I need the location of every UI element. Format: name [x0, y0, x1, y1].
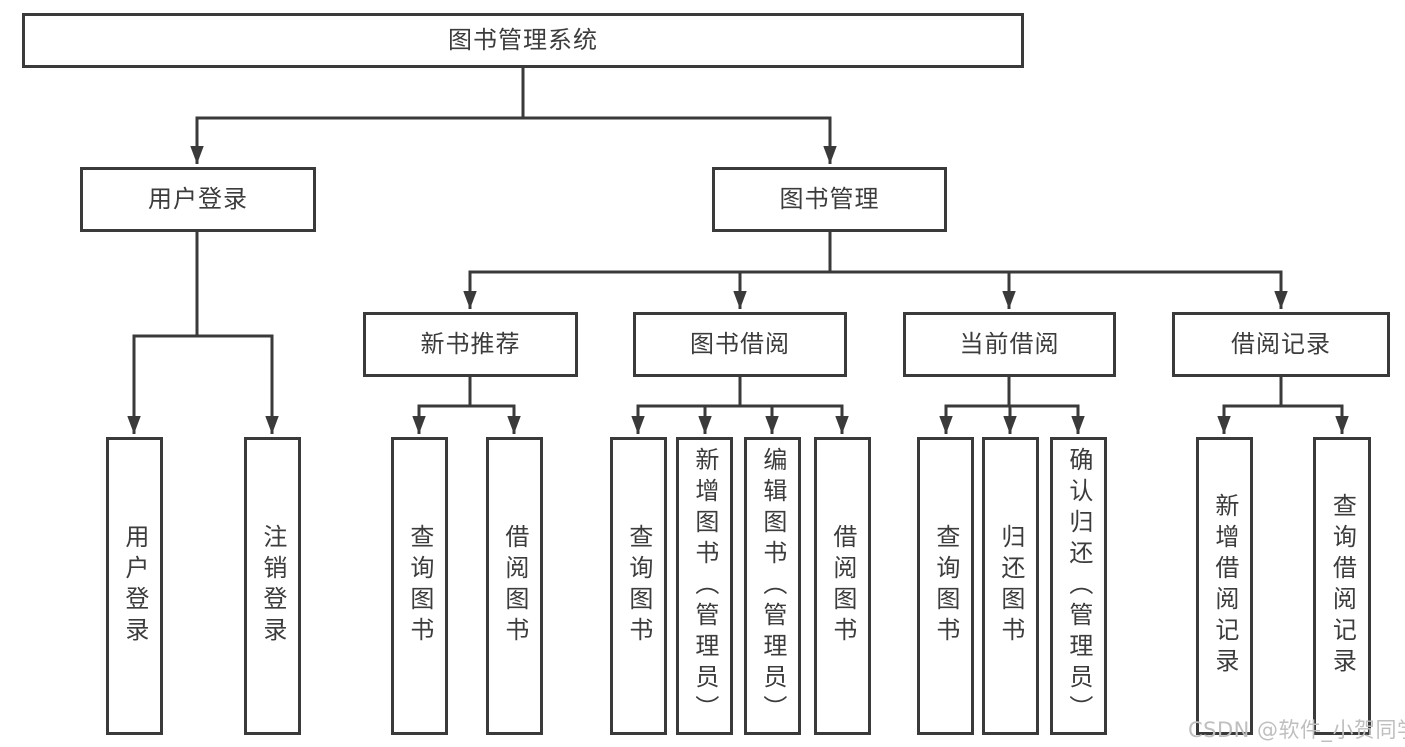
leaf-node-query-books-borrowing: 查询图书: [610, 437, 667, 735]
branch-node-book-management: 图书管理: [712, 167, 947, 232]
subbranch-node-new-book-recommendation: 新书推荐: [363, 312, 578, 377]
leaf-node-borrow-books-recommend: 借阅图书: [486, 437, 543, 735]
leaf-node-query-borrow-record: 查询借阅记录: [1313, 437, 1371, 735]
leaf-node-borrow-books: 借阅图书: [814, 437, 871, 735]
branch-node-user-login: 用户登录: [80, 167, 316, 232]
leaf-node-return-books: 归还图书: [982, 437, 1039, 735]
subbranch-node-current-borrowing: 当前借阅: [903, 312, 1116, 377]
subbranch-node-borrowing-records: 借阅记录: [1172, 312, 1390, 377]
csdn-watermark: CSDN @软件_小贺同学: [1188, 718, 1405, 742]
leaf-node-add-books-admin: 新增图书（管理员）: [676, 437, 733, 735]
leaf-node-query-books-current: 查询图书: [917, 437, 974, 735]
leaf-node-add-borrow-record: 新增借阅记录: [1196, 437, 1253, 735]
subbranch-node-book-borrowing: 图书借阅: [633, 312, 847, 377]
leaf-node-user-login: 用户登录: [106, 437, 163, 735]
leaf-node-edit-books-admin: 编辑图书（管理员）: [744, 437, 801, 735]
leaf-node-confirm-return-admin: 确认归还（管理员）: [1050, 437, 1107, 735]
root-node-library-system: 图书管理系统: [22, 13, 1024, 68]
leaf-node-query-books-recommend: 查询图书: [391, 437, 448, 735]
leaf-node-logout: 注销登录: [244, 437, 301, 735]
